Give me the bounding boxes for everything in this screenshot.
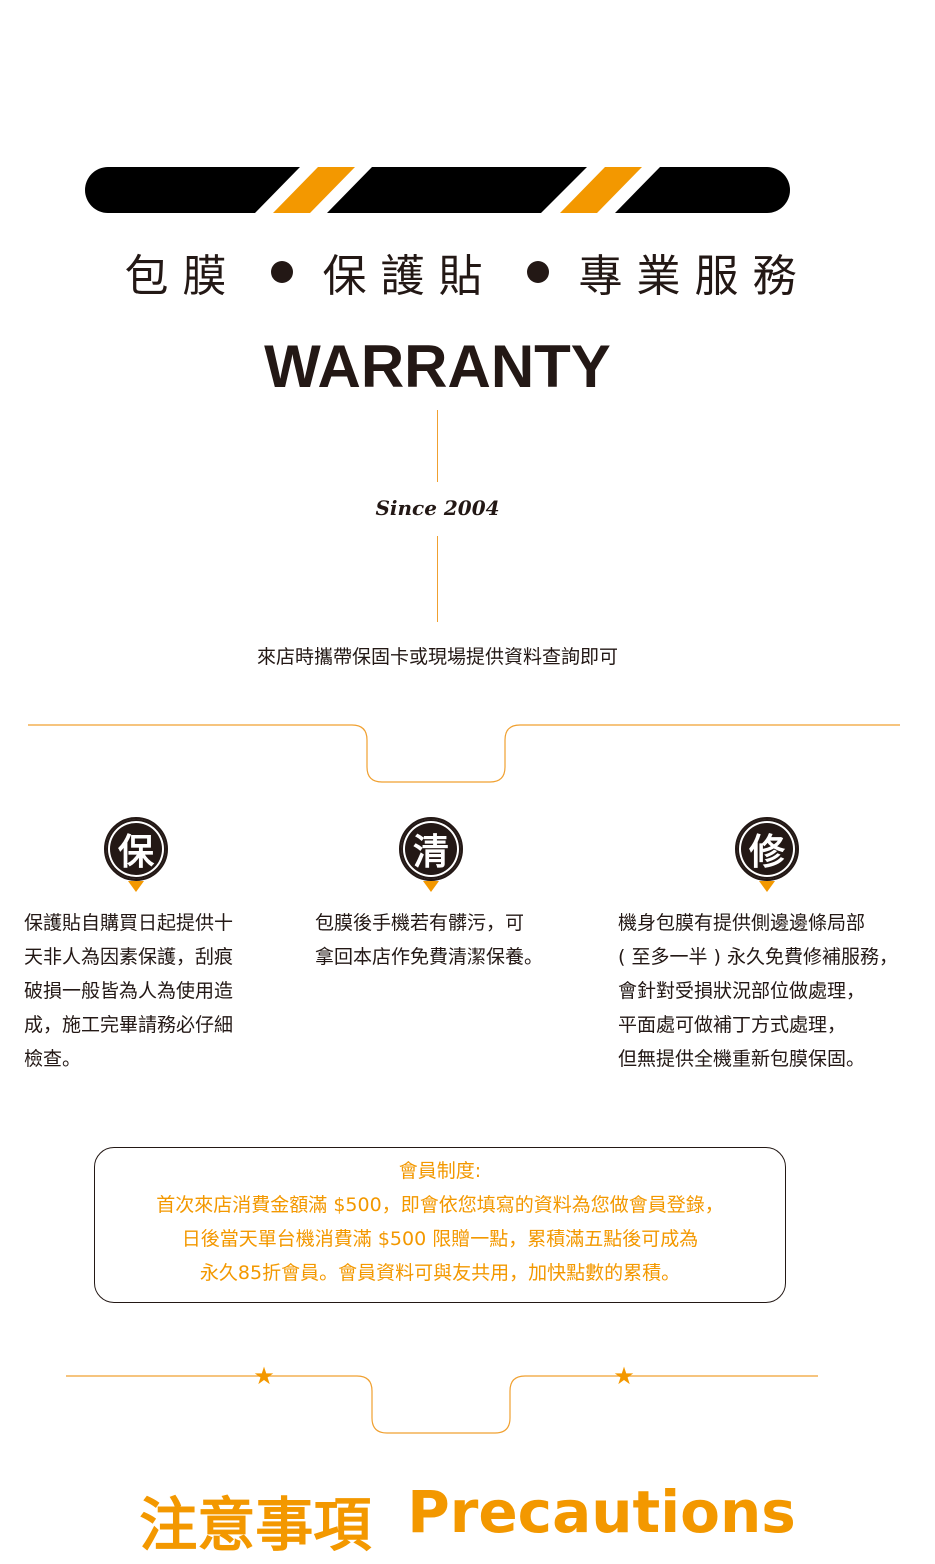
membership-title: 會員制度: — [398, 1160, 482, 1182]
stripe-banner — [85, 167, 790, 213]
tagline-service: 專業服務 — [578, 251, 811, 302]
pointer-icon — [759, 881, 775, 892]
bullet-dot — [270, 261, 293, 283]
badge-icon: 修 — [735, 817, 799, 881]
badge-icon: 保 — [104, 817, 168, 881]
text-line: 天非人為因素保護，刮痕 — [24, 946, 234, 968]
tagline-protector: 保護貼 — [322, 251, 497, 302]
tagline: 包膜 保護貼 專業服務 — [0, 240, 935, 304]
text-line: 拿回本店作免費清潔保養。 — [315, 946, 544, 968]
text-line: ( 至多一半 ) 永久免費修補服務， — [618, 946, 898, 968]
badge-icon: 清 — [399, 817, 463, 881]
text-line: 成，施工完畢請務必仔細 — [24, 1014, 234, 1036]
text-line: 破損一般皆為人為使用造 — [24, 980, 234, 1002]
text-line: 日後當天單台機消費滿 $500 限贈一點，累積滿五點後可成為 — [181, 1228, 699, 1250]
text-line: 永久85折會員。會員資料可與友共用，加快點數的累積。 — [199, 1262, 681, 1284]
text-line: 會針對受損狀況部位做處理， — [618, 980, 866, 1002]
divider-line — [437, 410, 438, 482]
pointer-icon — [423, 881, 439, 892]
text-line: 包膜後手機若有髒污，可 — [315, 912, 525, 934]
text-line: 機身包膜有提供側邊邊條局部 — [618, 912, 866, 934]
intro-text: 來店時攜帶保固卡或現場提供資料查詢即可 — [256, 646, 618, 668]
membership-box: 會員制度: 首次來店消費金額滿 $500，即會依您填寫的資料為您做會員登錄， 日… — [94, 1147, 786, 1303]
text-line: 首次來店消費金額滿 $500，即會依您填寫的資料為您做會員登錄， — [156, 1194, 724, 1216]
star-icon: ★ — [613, 1362, 635, 1390]
divider-line — [437, 536, 438, 622]
badge-repair: 修 — [735, 817, 799, 892]
text-line: 檢查。 — [24, 1048, 82, 1070]
connector-line-stars: ★ ★ — [66, 1362, 818, 1434]
badge-warranty: 保 — [104, 817, 168, 892]
feature-repair-text: 機身包膜有提供側邊邊條局部 ( 至多一半 ) 永久免費修補服務， 會針對受損狀況… — [618, 906, 898, 1076]
tagline-wrap: 包膜 — [124, 251, 241, 302]
text-line: 保護貼自購買日起提供十 — [24, 912, 234, 934]
text-line: 但無提供全機重新包膜保固。 — [618, 1048, 866, 1070]
badge-clean: 清 — [399, 817, 463, 892]
precautions-zh: 注意事項 — [139, 1491, 372, 1559]
page-title: WARRANTY — [264, 333, 611, 400]
feature-warranty-text: 保護貼自購買日起提供十 天非人為因素保護，刮痕 破損一般皆為人為使用造 成，施工… — [24, 906, 233, 1076]
precautions-en: Precautions — [407, 1478, 796, 1546]
feature-clean-text: 包膜後手機若有髒污，可 拿回本店作免費清潔保養。 — [315, 906, 543, 974]
precautions-heading: 注意事項 Precautions — [0, 1478, 935, 1562]
star-icon: ★ — [253, 1362, 275, 1390]
bullet-dot — [526, 261, 549, 283]
connector-line — [28, 724, 900, 783]
since-label: Since 2004 — [375, 496, 500, 520]
pointer-icon — [128, 881, 144, 892]
text-line: 平面處可做補丁方式處理， — [618, 1014, 847, 1036]
